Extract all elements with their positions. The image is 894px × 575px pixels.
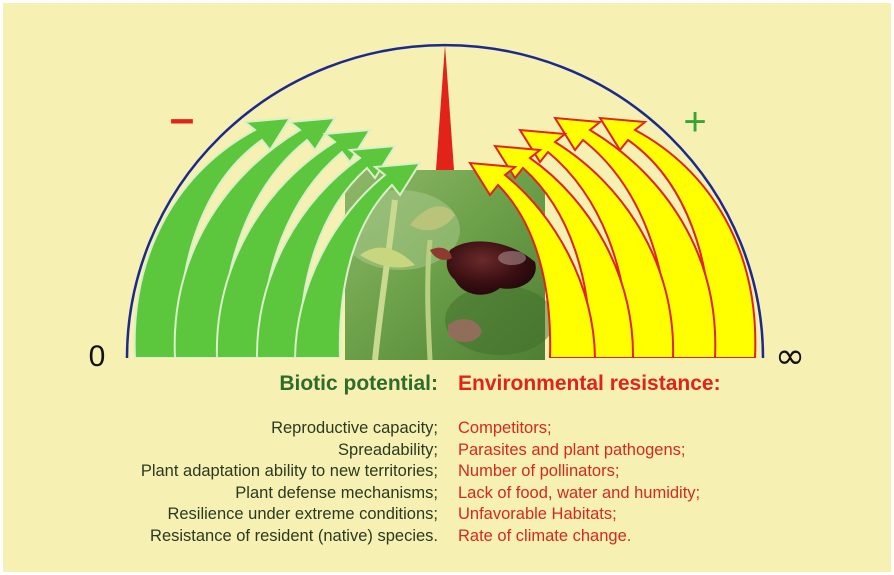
gauge-arc <box>125 43 765 359</box>
infinity-label: ∞ <box>775 336 805 377</box>
biotic-potential-list: Reproductive capacity; Spreadability; Pl… <box>141 418 438 548</box>
environmental-resistance-heading: Environmental resistance: <box>458 372 721 395</box>
environmental-resistance-arrows <box>468 116 757 358</box>
list-item: Reproductive capacity; <box>271 419 438 437</box>
biotic-potential-heading: Biotic potential: <box>279 372 438 395</box>
list-item: Plant defense mechanisms; <box>235 483 438 502</box>
list-item: Lack of food, water and humidity; <box>458 483 701 502</box>
plus-sign: + <box>683 100 706 144</box>
list-item: Competitors; <box>458 419 552 437</box>
list-item: Unfavorable Habitats; <box>458 505 617 524</box>
list-item: Plant adaptation ability to new territor… <box>140 462 438 481</box>
list-item: Resistance of resident (native) species. <box>150 526 438 545</box>
minus-sign: – <box>170 94 194 143</box>
list-item: Parasites and plant pathogens; <box>458 440 686 459</box>
environmental-resistance-list: Competitors; Parasites and plant pathoge… <box>458 418 700 548</box>
zero-label: 0 <box>89 340 106 373</box>
list-item: Resilience under extreme conditions; <box>167 505 438 524</box>
biotic-potential-arrows <box>133 116 422 358</box>
list-item: Rate of climate change. <box>458 526 632 545</box>
gauge-needle <box>436 45 454 170</box>
list-item: Number of pollinators; <box>458 462 620 481</box>
list-item: Spreadability; <box>338 440 438 459</box>
